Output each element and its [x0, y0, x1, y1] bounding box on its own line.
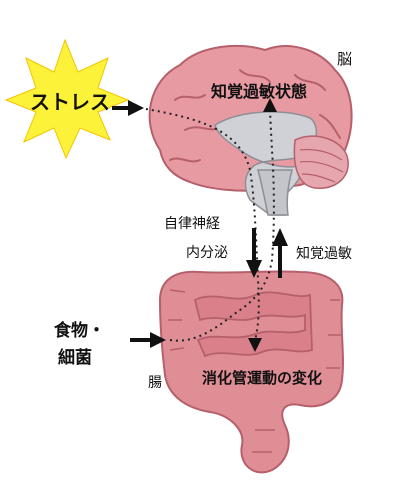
motility-change-label: 消化管運動の変化: [202, 369, 323, 387]
hypersensitivity-state-label: 知覚過敏状態: [211, 82, 308, 101]
stress-pathway-dotted: [139, 107, 260, 341]
brain-label: 脳: [337, 50, 353, 68]
food-label: 食物・: [54, 321, 105, 341]
pathway-arrowhead-up: [263, 98, 277, 112]
brain-inner-section: [214, 111, 317, 216]
intestine-folds: [168, 289, 342, 453]
stress-label: ストレス: [30, 90, 110, 114]
food-arrow: [130, 332, 166, 348]
intestine-label: 腸: [148, 375, 162, 391]
small-intestine-coils: [193, 291, 313, 358]
hypersensitivity-label: 知覚過敏: [296, 246, 352, 262]
brain-stem: [257, 169, 293, 216]
intestine-illustration: [158, 270, 344, 474]
pathway-arrowhead-down: [248, 338, 262, 352]
stress-arrow: [112, 100, 144, 116]
brain-to-gut-arrow: [246, 228, 262, 278]
endocrine-label: 内分泌: [186, 245, 228, 261]
brain-cerebellum-lines: [299, 148, 344, 183]
bacteria-label: 細菌: [58, 348, 92, 368]
food-pathway-dotted: [169, 104, 275, 342]
brain-folds: [169, 69, 341, 163]
gut-to-brain-arrow: [272, 228, 288, 278]
stress-starburst: [4, 38, 130, 160]
brain-illustration: [148, 44, 353, 216]
autonomic-nerve-label: 自律神経: [164, 216, 220, 232]
